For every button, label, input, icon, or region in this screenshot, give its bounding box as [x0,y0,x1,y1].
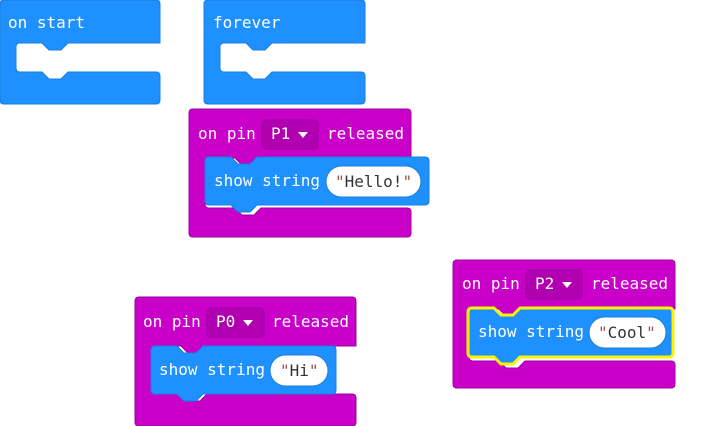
released-label: released [327,124,405,143]
dropdown-caret-icon [298,131,309,138]
string-value: Cool [607,323,647,342]
close-quote: " [646,323,656,342]
pin-dropdown-value: P2 [535,274,555,293]
show-string-label: show string [159,360,265,379]
pin-dropdown-value: P1 [271,124,291,143]
pin-dropdown-p0[interactable]: P0 [216,312,254,332]
open-quote: " [335,172,345,191]
pin-dropdown-bg [206,307,265,338]
close-quote: " [402,172,413,191]
released-label: released [591,274,669,293]
on-pin-label: on pin [462,274,520,293]
show-string-cool-block[interactable]: show string "Cool" [466,306,678,368]
on-start-label: on start [8,13,86,32]
forever-block-shape [203,0,366,105]
show-string-hi-shape [150,345,337,402]
close-quote: " [308,361,319,380]
forever-block[interactable]: forever [203,0,366,105]
pin-dropdown-p2[interactable]: P2 [535,274,573,294]
on-pin-label: on pin [143,312,201,331]
on-start-block-shape [0,0,161,105]
pin-dropdown-bg [525,269,583,300]
pin-dropdown-p1[interactable]: P1 [271,124,309,144]
on-pin-p2-released-block[interactable]: on pin P2 released [452,259,677,390]
pin-dropdown-bg [261,119,319,150]
string-value: Hi [289,361,309,380]
released-label: released [272,312,350,331]
show-string-label: show string [478,322,584,341]
on-pin-p0-released-block[interactable]: on pin P0 released [134,296,359,426]
string-value-field[interactable]: "Hi" [280,361,319,381]
show-string-label: show string [214,171,320,190]
show-string-hi-block[interactable]: show string "Hi" [150,345,341,404]
on-pin-p0-block-shape [134,296,357,426]
string-value-field[interactable]: "Hello!" [335,172,412,192]
dropdown-caret-icon [562,281,573,288]
show-string-hello-block[interactable]: show string "Hello!" [204,156,431,215]
pin-dropdown-value: P0 [216,312,236,331]
on-pin-label: on pin [198,124,256,143]
open-quote: " [598,323,608,342]
forever-label: forever [213,13,281,32]
show-string-hello-shape [204,156,430,213]
show-string-cool-shape [466,306,675,366]
dropdown-caret-icon [243,319,254,326]
string-field-bg [325,165,422,198]
on-start-block[interactable]: on start [0,0,161,105]
string-value-field[interactable]: "Cool" [598,323,656,343]
string-field-bg [269,354,329,387]
open-quote: " [280,361,290,380]
string-value: Hello! [344,172,403,191]
string-field-bg [588,316,667,349]
